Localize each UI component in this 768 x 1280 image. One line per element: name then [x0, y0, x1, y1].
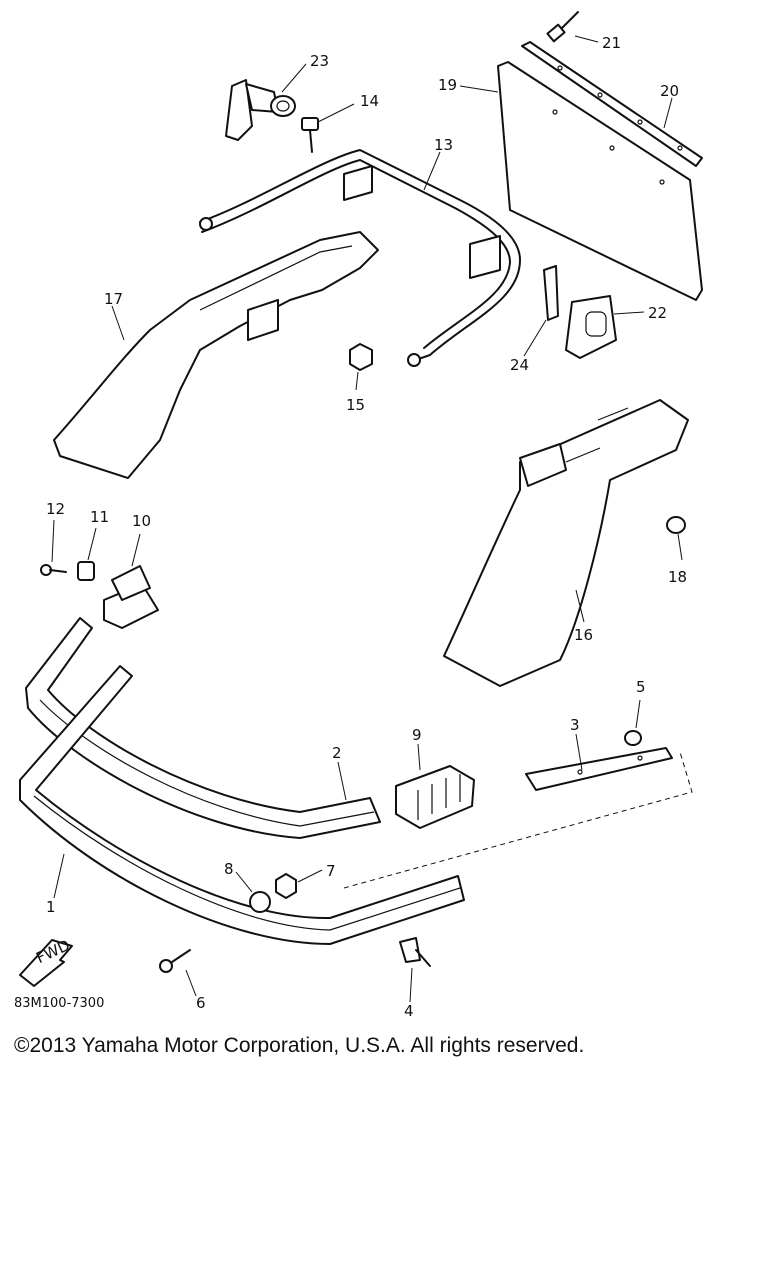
callout-19: 19 [438, 76, 457, 94]
callout-24: 24 [510, 356, 529, 374]
part-15-nut [349, 343, 373, 371]
callout-8: 8 [224, 860, 234, 878]
part-22-latch [565, 295, 617, 359]
leader-22 [613, 311, 645, 315]
part-12-screw [40, 564, 67, 576]
callout-15: 15 [346, 396, 365, 414]
leader-17 [111, 305, 125, 341]
leader-3 [575, 733, 583, 771]
leader-5 [635, 699, 641, 729]
callout-21: 21 [602, 34, 621, 52]
fwd-arrow-icon: FWD [19, 936, 73, 987]
part-13-frame [199, 149, 521, 367]
part-21-rivet [546, 11, 579, 43]
part-10-block [103, 565, 159, 629]
leader-24 [523, 319, 547, 357]
part-16-right-panel [443, 399, 689, 687]
leader-2 [337, 761, 347, 801]
part-1-bumper [19, 665, 465, 945]
callout-14: 14 [360, 92, 379, 110]
leader-12 [51, 519, 55, 563]
callout-3: 3 [570, 716, 580, 734]
part-3-strip [525, 747, 673, 791]
leader-16 [575, 589, 585, 623]
callout-11: 11 [90, 508, 109, 526]
part-17-left-panel [53, 231, 379, 479]
leader-1 [53, 853, 65, 899]
leader-20 [663, 97, 673, 129]
parts-diagram: FWD 21 23 14 19 20 13 17 22 24 15 18 16 … [19, 11, 703, 1020]
leader-21 [574, 35, 599, 43]
assembly-guide-line [343, 751, 693, 889]
callout-6: 6 [196, 994, 206, 1012]
part-14-bolt [301, 117, 319, 153]
callout-20: 20 [660, 82, 679, 100]
part-24-clip [543, 265, 559, 321]
callout-7: 7 [326, 862, 336, 880]
leader-6 [185, 969, 197, 997]
callout-4: 4 [404, 1002, 414, 1020]
leader-13 [423, 151, 441, 191]
part-7-nut [275, 873, 297, 899]
leader-18 [677, 533, 683, 561]
part-18-grommet [666, 516, 686, 534]
callout-13: 13 [434, 136, 453, 154]
part-23-bracket [225, 79, 296, 141]
part-9-mount [395, 765, 475, 829]
leader-11 [87, 527, 97, 561]
part-8-nut [249, 891, 271, 913]
leader-7 [297, 869, 323, 883]
leader-4 [409, 967, 413, 1003]
callout-10: 10 [132, 512, 151, 530]
leader-15 [355, 371, 359, 391]
callout-18: 18 [668, 568, 687, 586]
callout-23: 23 [310, 52, 329, 70]
leader-9 [417, 743, 421, 771]
callout-22: 22 [648, 304, 667, 322]
part-5-nut [624, 730, 642, 746]
callout-2: 2 [332, 744, 342, 762]
leader-14 [317, 103, 355, 123]
callout-5: 5 [636, 678, 646, 696]
diagram-code: 83M100-7300 [14, 996, 105, 1011]
part-19-panel [497, 61, 703, 301]
copyright-notice: ©2013 Yamaha Motor Corporation, U.S.A. A… [14, 1034, 585, 1057]
callout-1: 1 [46, 898, 56, 916]
callout-16: 16 [574, 626, 593, 644]
leader-10 [131, 533, 141, 567]
callout-12: 12 [46, 500, 65, 518]
leader-23 [281, 63, 307, 93]
part-4-rivet [399, 937, 431, 967]
callout-9: 9 [412, 726, 422, 744]
leader-8 [235, 871, 253, 893]
part-20-strip [521, 41, 703, 167]
part-6-bolt [159, 949, 191, 973]
part-11-collar [77, 561, 95, 581]
leader-19 [459, 85, 499, 93]
callout-17: 17 [104, 290, 123, 308]
